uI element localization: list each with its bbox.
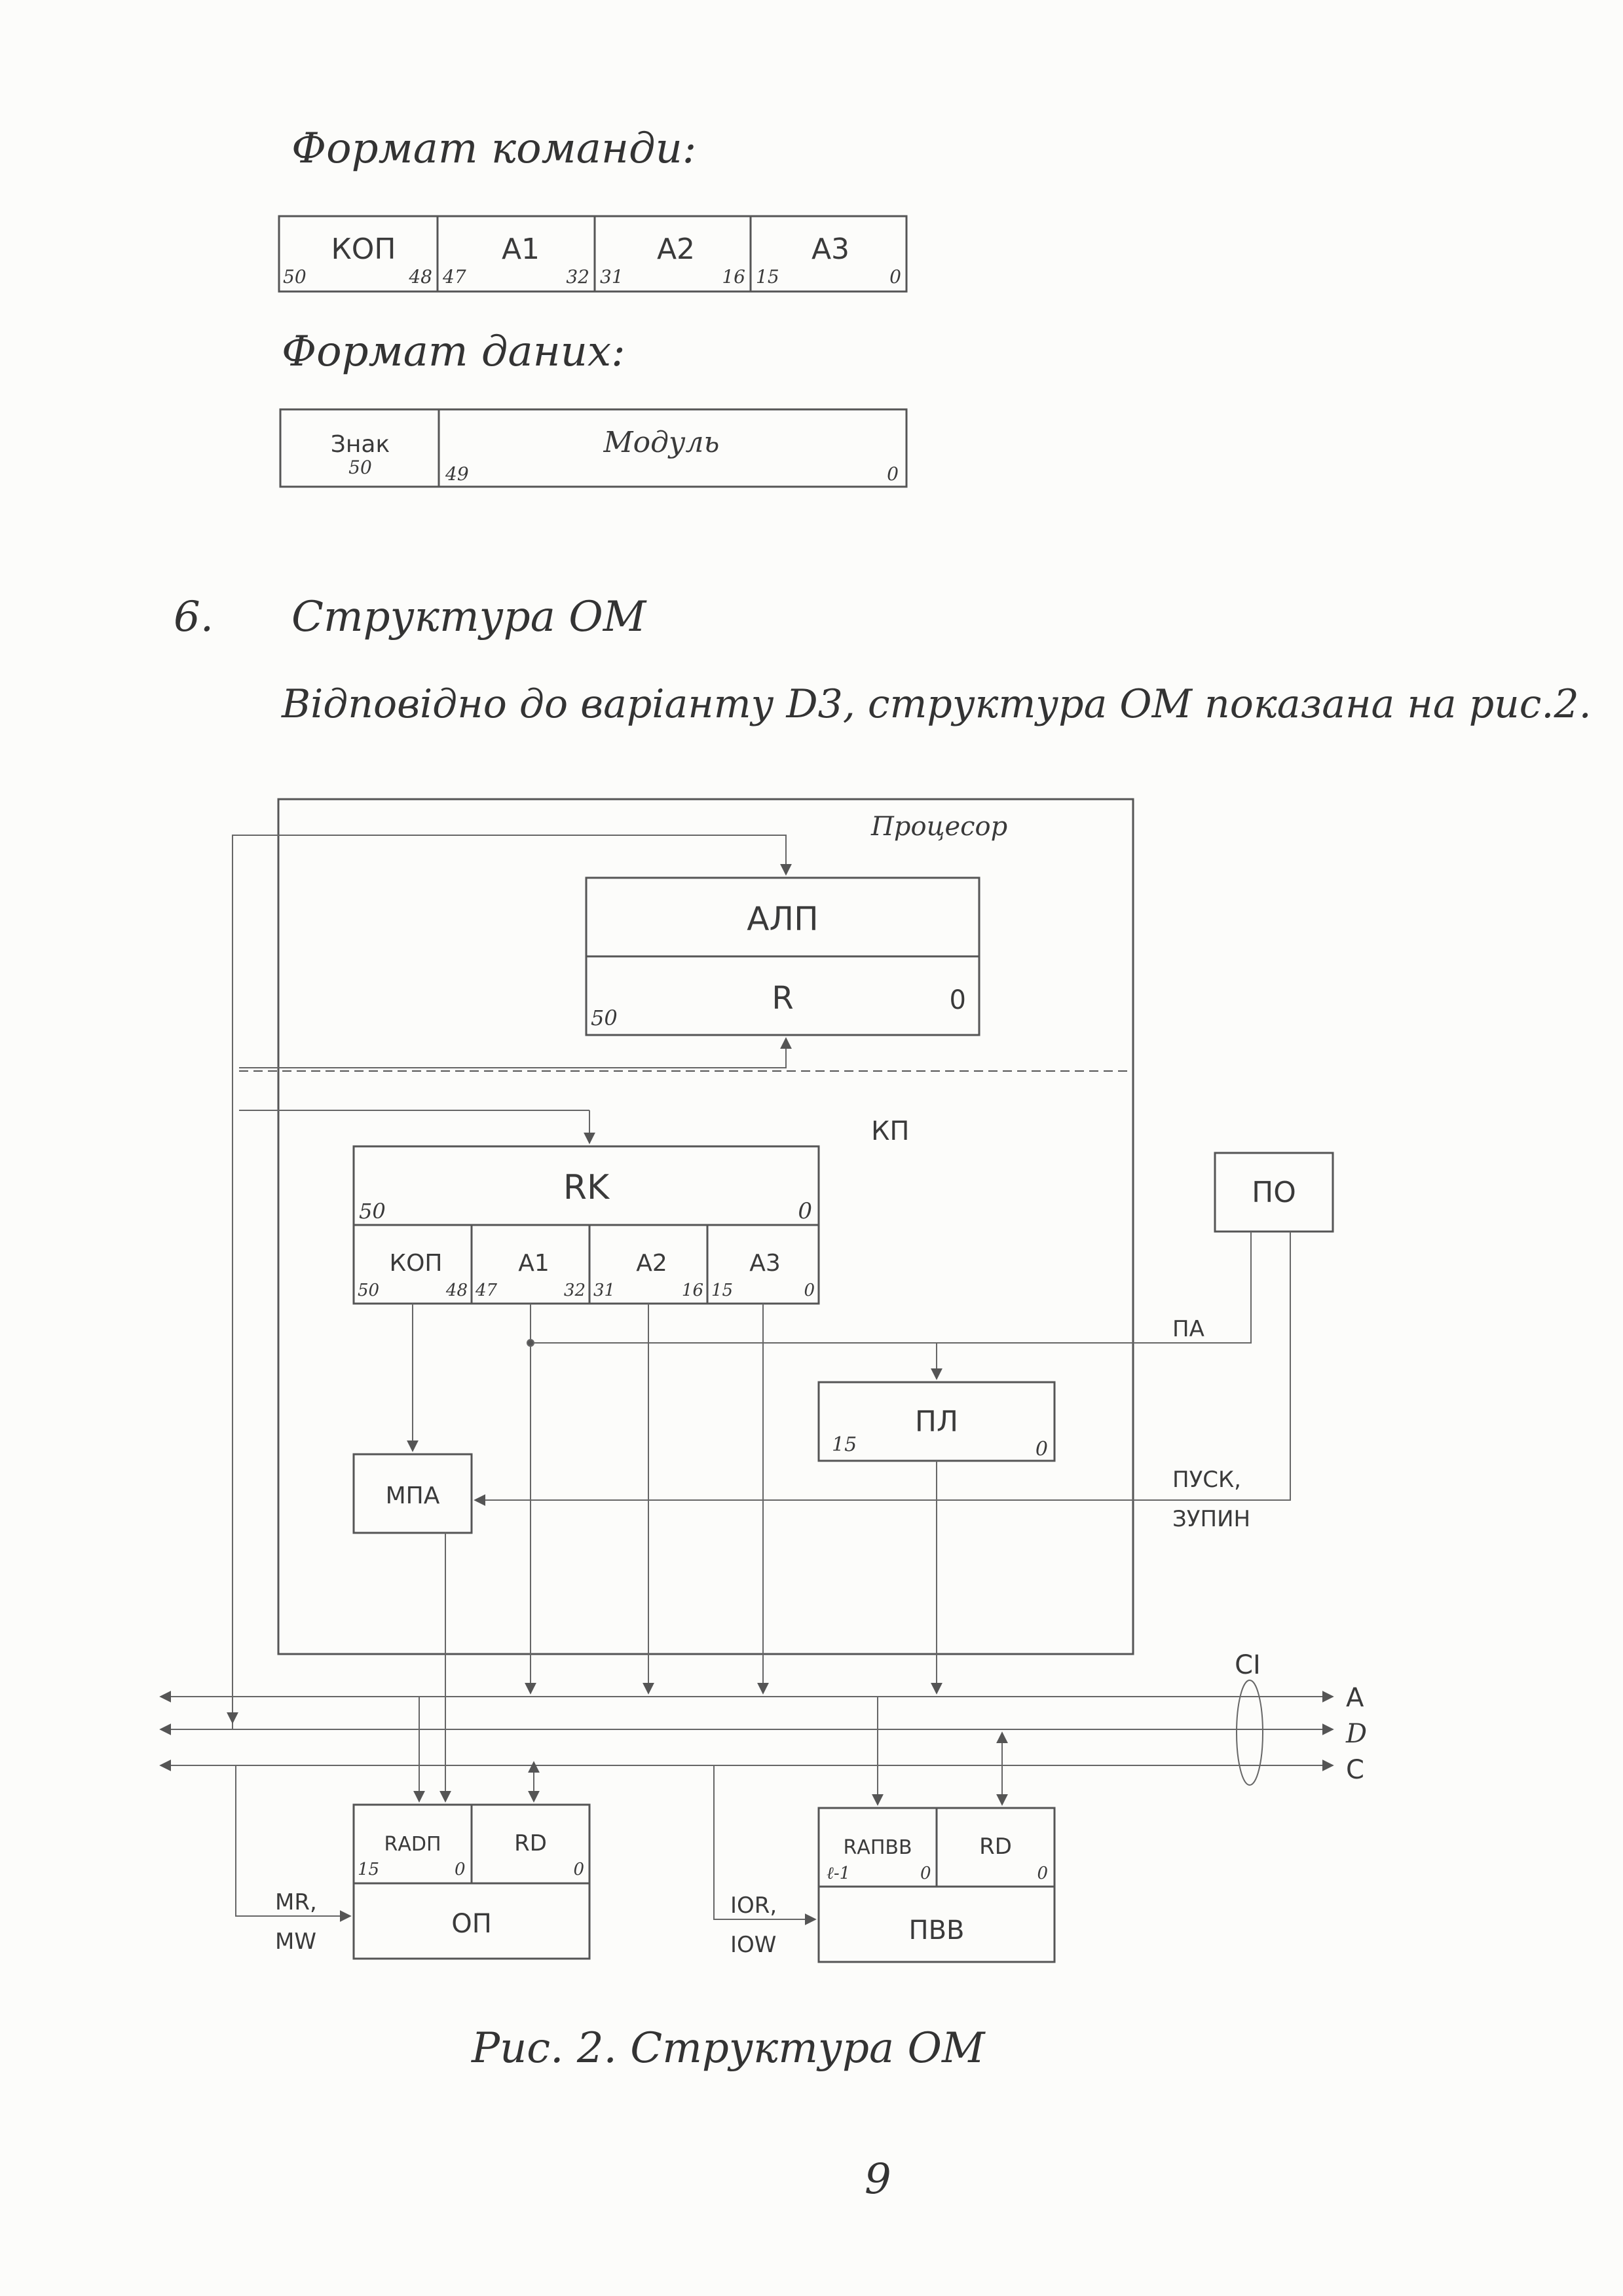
po-block — [1214, 1152, 1334, 1233]
rk-field-a2-lo: 16 — [682, 1281, 703, 1300]
cmd-field-kop-hi: 50 — [283, 266, 307, 288]
data-format-heading: Формат даних: — [282, 328, 625, 376]
op-label: ОП — [451, 1909, 492, 1939]
pvv-radp-hi: ℓ-1 — [827, 1864, 850, 1883]
rk-field-a3-hi: 15 — [711, 1281, 733, 1300]
op-rd-lo: 0 — [573, 1860, 584, 1879]
data-modulus-label: Модуль — [603, 426, 720, 459]
pvv-rd-label: RD — [979, 1834, 1012, 1860]
page-number: 9 — [865, 2155, 891, 2204]
processor-frame — [277, 798, 1134, 1655]
section-text: Відповідно до варіанту D3, структура ОМ … — [282, 681, 1592, 727]
op-radp-lo: 0 — [455, 1860, 466, 1879]
bus-d-label: D — [1345, 1719, 1367, 1749]
data-format-register: Знак 50 Модуль 49 0 — [279, 408, 908, 488]
command-format-heading: Формат команди: — [291, 124, 697, 173]
section-title: Структура ОМ — [291, 593, 646, 641]
data-modulus-lo: 0 — [887, 463, 899, 485]
cmd-field-kop-lo: 48 — [408, 266, 432, 288]
pl-lo: 0 — [1035, 1438, 1048, 1461]
rk-field-a1: А1 — [518, 1250, 550, 1277]
pa-label: ПА — [1172, 1316, 1204, 1342]
po-label: ПО — [1252, 1176, 1296, 1209]
bus-a-label: А — [1346, 1683, 1364, 1713]
cmd-field-a1-lo: 32 — [566, 266, 589, 288]
figure-caption: Рис. 2. Структура ОМ — [472, 2024, 985, 2073]
op-radp-hi: 15 — [358, 1860, 379, 1879]
start-label-1: ПУСК, — [1172, 1467, 1241, 1493]
alu-label: АЛП — [747, 900, 818, 938]
rk-lo: 0 — [798, 1198, 812, 1224]
ci-label: СІ — [1235, 1650, 1261, 1680]
cmd-field-a2-lo: 16 — [722, 266, 745, 288]
rk-field-kop: КОП — [390, 1250, 443, 1277]
mpa-label: МПА — [386, 1482, 440, 1509]
start-label-2: ЗУПИН — [1172, 1506, 1250, 1532]
cmd-field-a1-hi: 47 — [442, 266, 466, 288]
mr-mw-label-2: MW — [275, 1929, 316, 1955]
cmd-field-a2: А2 — [657, 233, 695, 266]
pl-label: ПЛ — [915, 1405, 958, 1439]
pvv-label: ПВВ — [909, 1915, 965, 1946]
bus-c-label: С — [1346, 1755, 1364, 1785]
ci-ellipse — [1236, 1680, 1263, 1786]
section-number: 6. — [174, 593, 214, 641]
mpa-block — [352, 1453, 473, 1534]
pvv-rd-lo: 0 — [1037, 1864, 1048, 1883]
ior-iow-label-2: IOW — [730, 1932, 776, 1958]
data-sign-label: Знак — [331, 431, 390, 458]
rk-field-a3-lo: 0 — [804, 1281, 815, 1300]
rk-field-a1-hi: 47 — [475, 1281, 498, 1300]
mr-mw-label-1: MR, — [275, 1889, 317, 1915]
op-rd-label: RD — [514, 1830, 547, 1856]
data-sign-bit: 50 — [348, 457, 372, 478]
rk-field-kop-lo: 48 — [445, 1281, 468, 1300]
cmd-field-a1: А1 — [502, 233, 540, 266]
cmd-field-a2-hi: 31 — [600, 266, 624, 288]
ior-iow-label-1: IOR, — [730, 1892, 777, 1919]
processor-label: Процесор — [870, 812, 1007, 842]
rk-field-a1-lo: 32 — [564, 1281, 586, 1300]
cmd-field-a3-lo: 0 — [889, 266, 901, 288]
kp-label: КП — [871, 1116, 909, 1146]
rk-label: RK — [563, 1168, 610, 1207]
pl-hi: 15 — [832, 1433, 857, 1456]
rk-field-a2-hi: 31 — [593, 1281, 615, 1300]
cmd-field-a3: А3 — [811, 233, 849, 266]
rk-field-a2: А2 — [636, 1250, 667, 1277]
cmd-field-kop: КОП — [331, 233, 396, 266]
pvv-radp-lo: 0 — [920, 1864, 931, 1883]
alu-reg-hi: 50 — [591, 1006, 618, 1030]
rk-hi: 50 — [359, 1199, 386, 1224]
pvv-radp-label: RАПВВ — [843, 1836, 912, 1859]
alu-reg-lo: 0 — [950, 985, 966, 1015]
rk-field-kop-hi: 50 — [358, 1281, 379, 1300]
op-radp-label: RАDП — [384, 1833, 441, 1856]
alu-reg-label: R — [772, 980, 793, 1017]
cmd-field-a3-hi: 15 — [756, 266, 779, 288]
rk-field-a3: А3 — [749, 1250, 781, 1277]
command-format-register: КОП 50 48 А1 47 32 А2 31 16 А3 15 0 — [278, 215, 908, 293]
data-modulus-hi: 49 — [445, 463, 469, 485]
